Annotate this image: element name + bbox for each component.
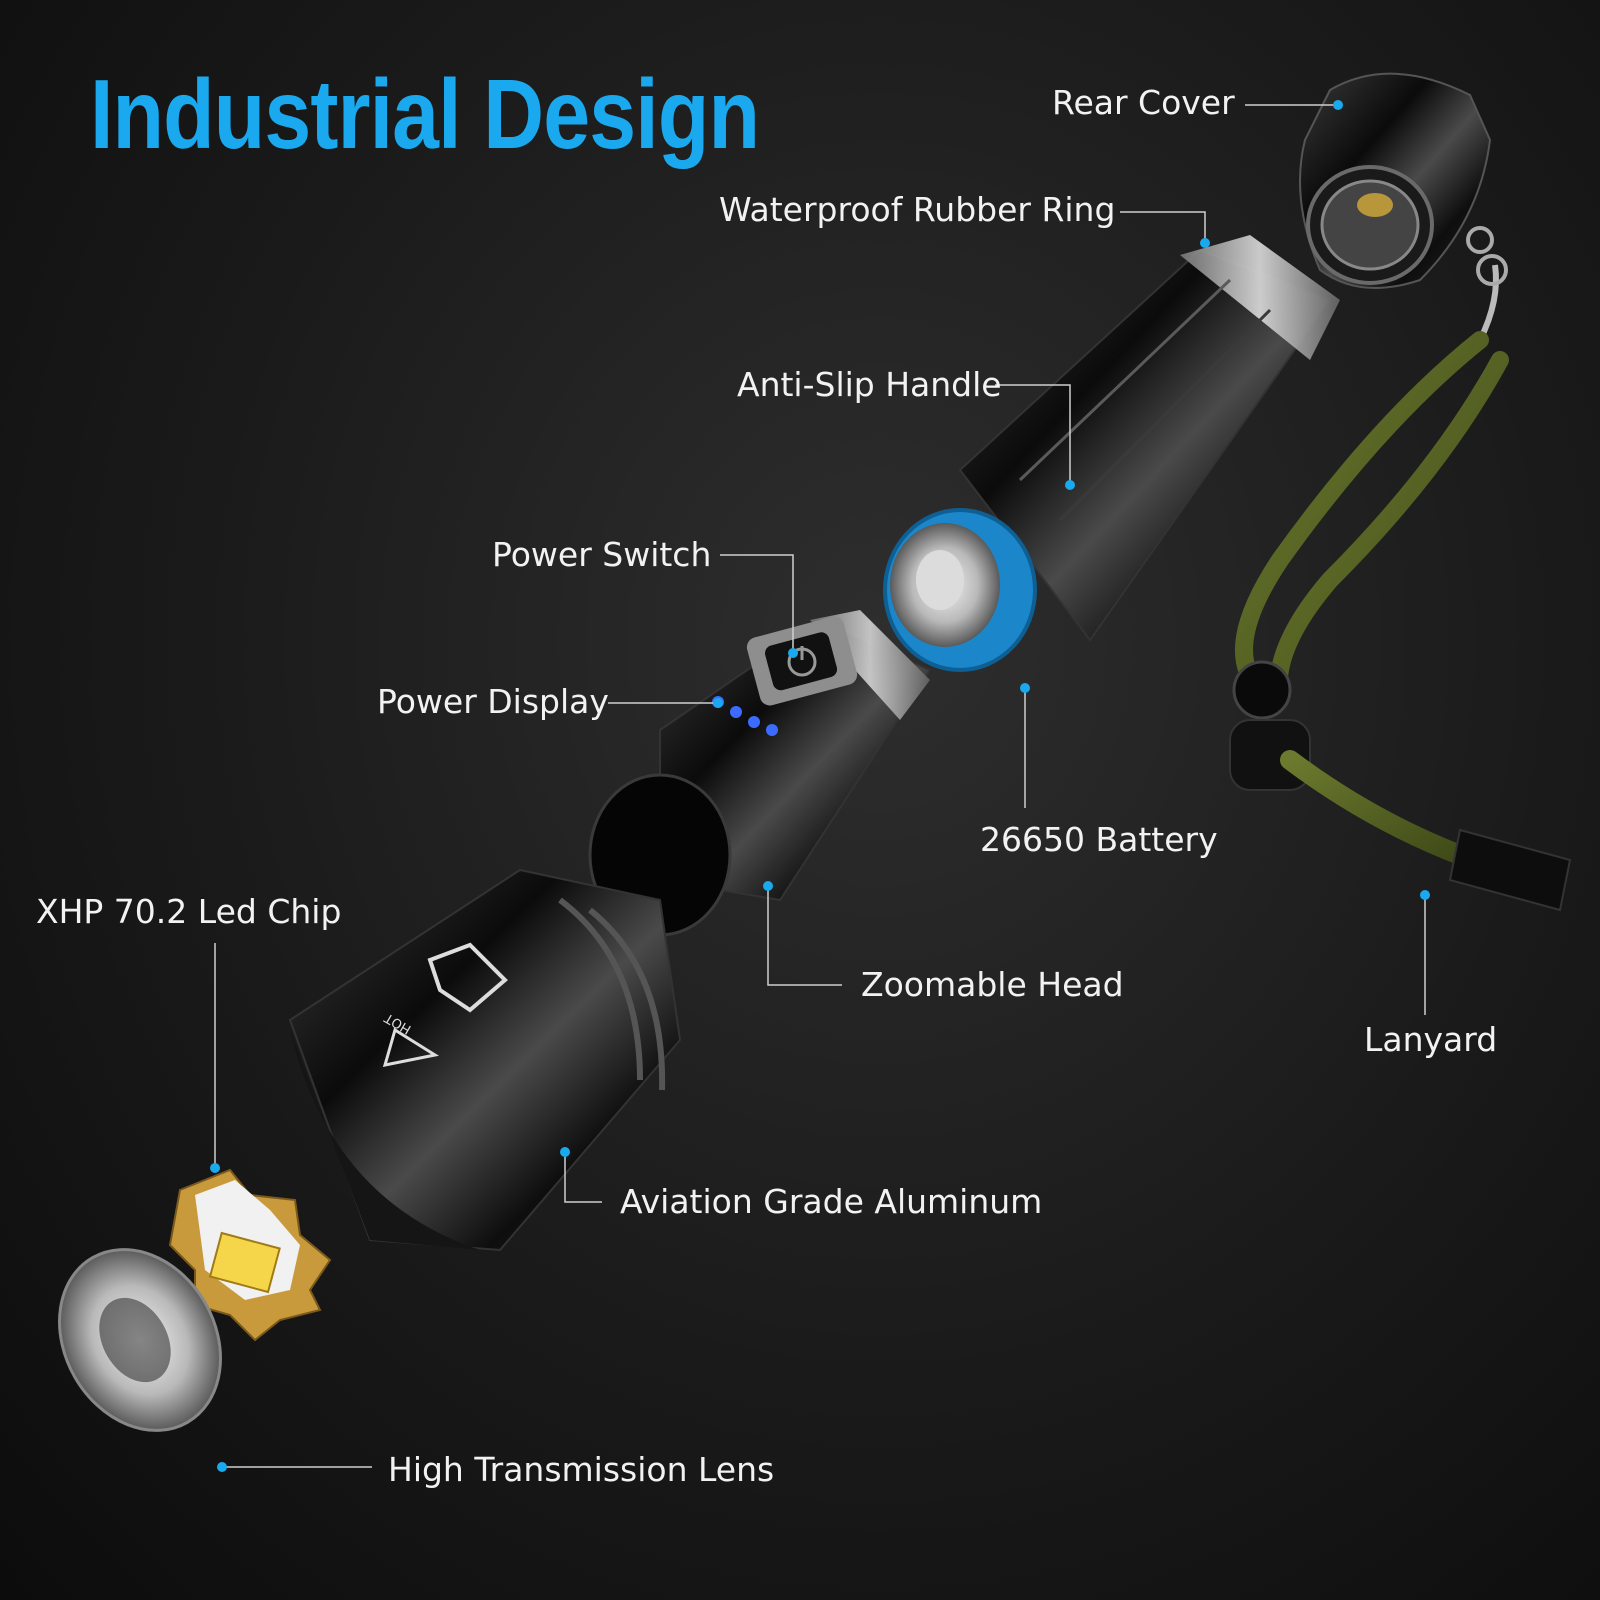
switch-section: [588, 610, 932, 937]
handle-and-battery: [883, 235, 1340, 672]
rear-cover: [1299, 72, 1494, 289]
label-rear-cover: Rear Cover: [1052, 83, 1235, 122]
callout-dots: [210, 100, 1430, 1472]
label-lanyard: Lanyard: [1364, 1020, 1498, 1059]
label-power-switch: Power Switch: [492, 535, 712, 574]
callout-lines: [214, 104, 1426, 1468]
arrow-icon: [427, 942, 508, 1013]
label-zoomable-head: Zoomable Head: [861, 965, 1124, 1004]
led-chip: [168, 1168, 332, 1342]
power-icon: [787, 646, 817, 677]
label-anti-slip-handle: Anti-Slip Handle: [737, 365, 1002, 404]
label-power-display: Power Display: [377, 682, 609, 721]
label-lens: High Transmission Lens: [388, 1450, 775, 1489]
zoomable-head: HOT: [288, 868, 682, 1252]
label-waterproof-ring: Waterproof Rubber Ring: [719, 190, 1116, 229]
hot-warning-icon: [382, 1027, 439, 1067]
lens: [58, 1248, 222, 1432]
page-title: Industrial Design: [90, 59, 760, 169]
label-aluminum: Aviation Grade Aluminum: [620, 1182, 1043, 1221]
label-battery: 26650 Battery: [980, 820, 1218, 859]
label-led-chip: XHP 70.2 Led Chip: [36, 892, 342, 931]
lanyard-cord: [1229, 254, 1572, 912]
